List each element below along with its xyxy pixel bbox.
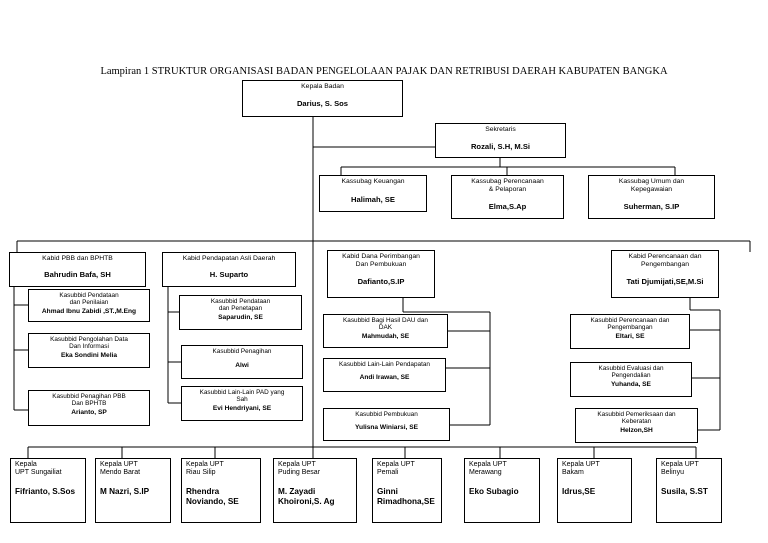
subdivision-box: Kasubbid Pendataan dan Penilaian Ahmad I… — [28, 289, 150, 322]
secretary-box: Sekretaris Rozali, S.H, M.Si — [435, 123, 566, 158]
upt-position: Kepala UPT Pemali — [377, 461, 415, 477]
subdivision-name: Mahmudah, SE — [361, 332, 410, 340]
upt-name: Ginni Rimadhona,SE — [377, 487, 435, 507]
division-head-position: Kabid Perencanaan dan Pengembangan — [628, 253, 702, 268]
upt-box: Kepala UPT Pemali Ginni Rimadhona,SE — [372, 458, 442, 523]
upt-name: Eko Subagio — [469, 487, 519, 497]
upt-box: Kepala UPT Puding Besar M. Zayadi Khoiro… — [273, 458, 357, 523]
division-head-box: Kabid Perencanaan dan Pengembangan Tati … — [611, 250, 719, 298]
upt-position: Kepala UPT Puding Besar — [278, 461, 321, 477]
subdivision-position: Kasubbid Penagihan PBB Dan BPHTB — [52, 393, 126, 408]
division-head-box: Kabid PBB dan BPHTB Bahrudin Bafa, SH — [9, 252, 146, 287]
division-head-name: Tati Djumijati,SE,M.Si — [626, 277, 704, 286]
upt-name: Fifrianto, S.Sos — [15, 487, 76, 497]
head-position: Kepala Badan — [301, 83, 344, 90]
subdivision-box: Kasubbid Penagihan PBB Dan BPHTB Arianto… — [28, 390, 150, 426]
division-head-name: H. Suparto — [209, 270, 249, 279]
subdivision-position: Kasubbid Pendataan dan Penilaian — [59, 292, 119, 307]
subdivision-position: Kasubbid Pembukuan — [355, 411, 418, 418]
upt-position: Kepala UPT Merawang — [469, 461, 507, 477]
subsecretariat-name: Halimah, SE — [351, 195, 395, 204]
division-head-position: Kabid PBB dan BPHTB — [42, 255, 113, 262]
subdivision-position: Kasubbid Evaluasi dan Pengendalian — [598, 365, 664, 380]
upt-box: Kepala UPT Bakam Idrus,SE — [557, 458, 632, 523]
subdivision-box: Kasubbid Penagihan Alwi — [181, 345, 303, 379]
secretary-position: Sekretaris — [485, 126, 516, 133]
subdivision-position: Kasubbid Pemeriksaan dan Keberatan — [597, 411, 676, 426]
subdivision-position: Kasubbid Pengolahan Data Dan Informasi — [50, 336, 128, 351]
division-head-position: Kabid Pendapatan Asli Daerah — [182, 255, 276, 262]
subdivision-name: Helzon,SH — [620, 426, 653, 434]
upt-position: Kepala UPT Belinyu — [661, 461, 699, 477]
division-head-box: Kabid Pendapatan Asli Daerah H. Suparto — [162, 252, 296, 287]
division-head-box: Kabid Dana Perimbangan Dan Pembukuan Daf… — [327, 250, 435, 298]
subdivision-position: Kasubbid Penagihan — [212, 348, 272, 355]
secretary-name: Rozali, S.H, M.Si — [470, 142, 531, 151]
subdivision-name: Yulisna Winiarsi, SE — [355, 424, 418, 432]
subdivision-position: Kasubbid Lain-Lain Pendapatan — [339, 361, 430, 368]
upt-position: Kepala UPT Bakam — [562, 461, 600, 477]
subdivision-name: Alwi — [235, 362, 249, 370]
subdivision-name: Eka Sondini Melia — [60, 351, 118, 359]
subsecretariat-box: Kassubag Perencanaan & Pelaporan Elma,S.… — [451, 175, 564, 219]
upt-box: Kepala UPT Belinyu Susila, S.ST — [656, 458, 722, 523]
upt-name: M. Zayadi Khoironi,S. Ag — [278, 487, 335, 507]
subdivision-position: Kasubbid Lain-Lain PAD yang Sah — [199, 389, 285, 404]
subdivision-box: Kasubbid Pemeriksaan dan Keberatan Helzo… — [575, 408, 698, 443]
upt-name: M Nazri, S.IP — [100, 487, 150, 497]
head-name: Darius, S. Sos — [296, 99, 349, 108]
upt-position: Kepala UPT Mendo Barat — [100, 461, 141, 477]
subdivision-box: Kasubbid Pembukuan Yulisna Winiarsi, SE — [323, 408, 450, 441]
upt-name: Idrus,SE — [562, 487, 596, 497]
subsecretariat-position: Kassubag Perencanaan & Pelaporan — [471, 178, 544, 193]
subdivision-box: Kasubbid Bagi Hasil DAU dan DAK Mahmudah… — [323, 314, 448, 348]
division-head-name: Dafianto,S.IP — [357, 277, 405, 286]
upt-box: Kepala UPT Mendo Barat M Nazri, S.IP — [95, 458, 171, 523]
subdivision-name: Eltari, SE — [615, 332, 645, 340]
subdivision-box: Kasubbid Pengolahan Data Dan Informasi E… — [28, 333, 150, 368]
upt-box: Kepala UPT Merawang Eko Subagio — [464, 458, 540, 523]
subdivision-box: Kasubbid Perencanaan dan Pengembangan El… — [570, 314, 690, 349]
subdivision-name: Yuhanda, SE — [611, 380, 651, 388]
subdivision-name: Andi Irawan, SE — [359, 374, 410, 382]
upt-box: Kepala UPT Sungailiat Fifrianto, S.Sos — [10, 458, 86, 523]
subdivision-position: Kasubbid Bagi Hasil DAU dan DAK — [343, 317, 428, 332]
subsecretariat-name: Elma,S.Ap — [488, 202, 527, 211]
division-head-name: Bahrudin Bafa, SH — [44, 270, 111, 279]
head-box: Kepala Badan Darius, S. Sos — [242, 80, 403, 117]
subdivision-position: Kasubbid Pendataan dan Penetapan — [210, 298, 271, 313]
subdivision-box: Kasubbid Lain-Lain PAD yang Sah Evi Hend… — [181, 386, 303, 421]
subsecretariat-position: Kassubag Umum dan Kepegawaian — [618, 178, 685, 193]
subdivision-box: Kasubbid Evaluasi dan Pengendalian Yuhan… — [570, 362, 692, 397]
upt-box: Kepala UPT Riau Silip Rhendra Noviando, … — [181, 458, 261, 523]
subsecretariat-name: Suherman, S.IP — [623, 202, 680, 211]
subdivision-box: Kasubbid Lain-Lain Pendapatan Andi Irawa… — [323, 358, 446, 392]
upt-position: Kepala UPT Riau Silip — [186, 461, 224, 477]
subsecretariat-box: Kassubag Keuangan Halimah, SE — [319, 175, 427, 212]
upt-position: Kepala UPT Sungailiat — [15, 461, 62, 477]
subdivision-position: Kasubbid Perencanaan dan Pengembangan — [590, 317, 670, 332]
subdivision-box: Kasubbid Pendataan dan Penetapan Saparud… — [179, 295, 302, 330]
upt-name: Susila, S.ST — [661, 487, 708, 497]
subsecretariat-position: Kassubag Keuangan — [341, 178, 405, 185]
subdivision-name: Evi Hendriyani, SE — [212, 404, 272, 412]
division-head-position: Kabid Dana Perimbangan Dan Pembukuan — [342, 253, 420, 268]
upt-name: Rhendra Noviando, SE — [186, 487, 239, 507]
subdivision-name: Ahmad Ibnu Zabidi ,ST.,M.Eng — [41, 307, 137, 315]
subsecretariat-box: Kassubag Umum dan Kepegawaian Suherman, … — [588, 175, 715, 219]
chart-title: Lampiran 1 STRUKTUR ORGANISASI BADAN PEN… — [100, 66, 668, 77]
subdivision-name: Saparudin, SE — [218, 313, 263, 321]
subdivision-name: Arianto, SP — [71, 408, 107, 416]
